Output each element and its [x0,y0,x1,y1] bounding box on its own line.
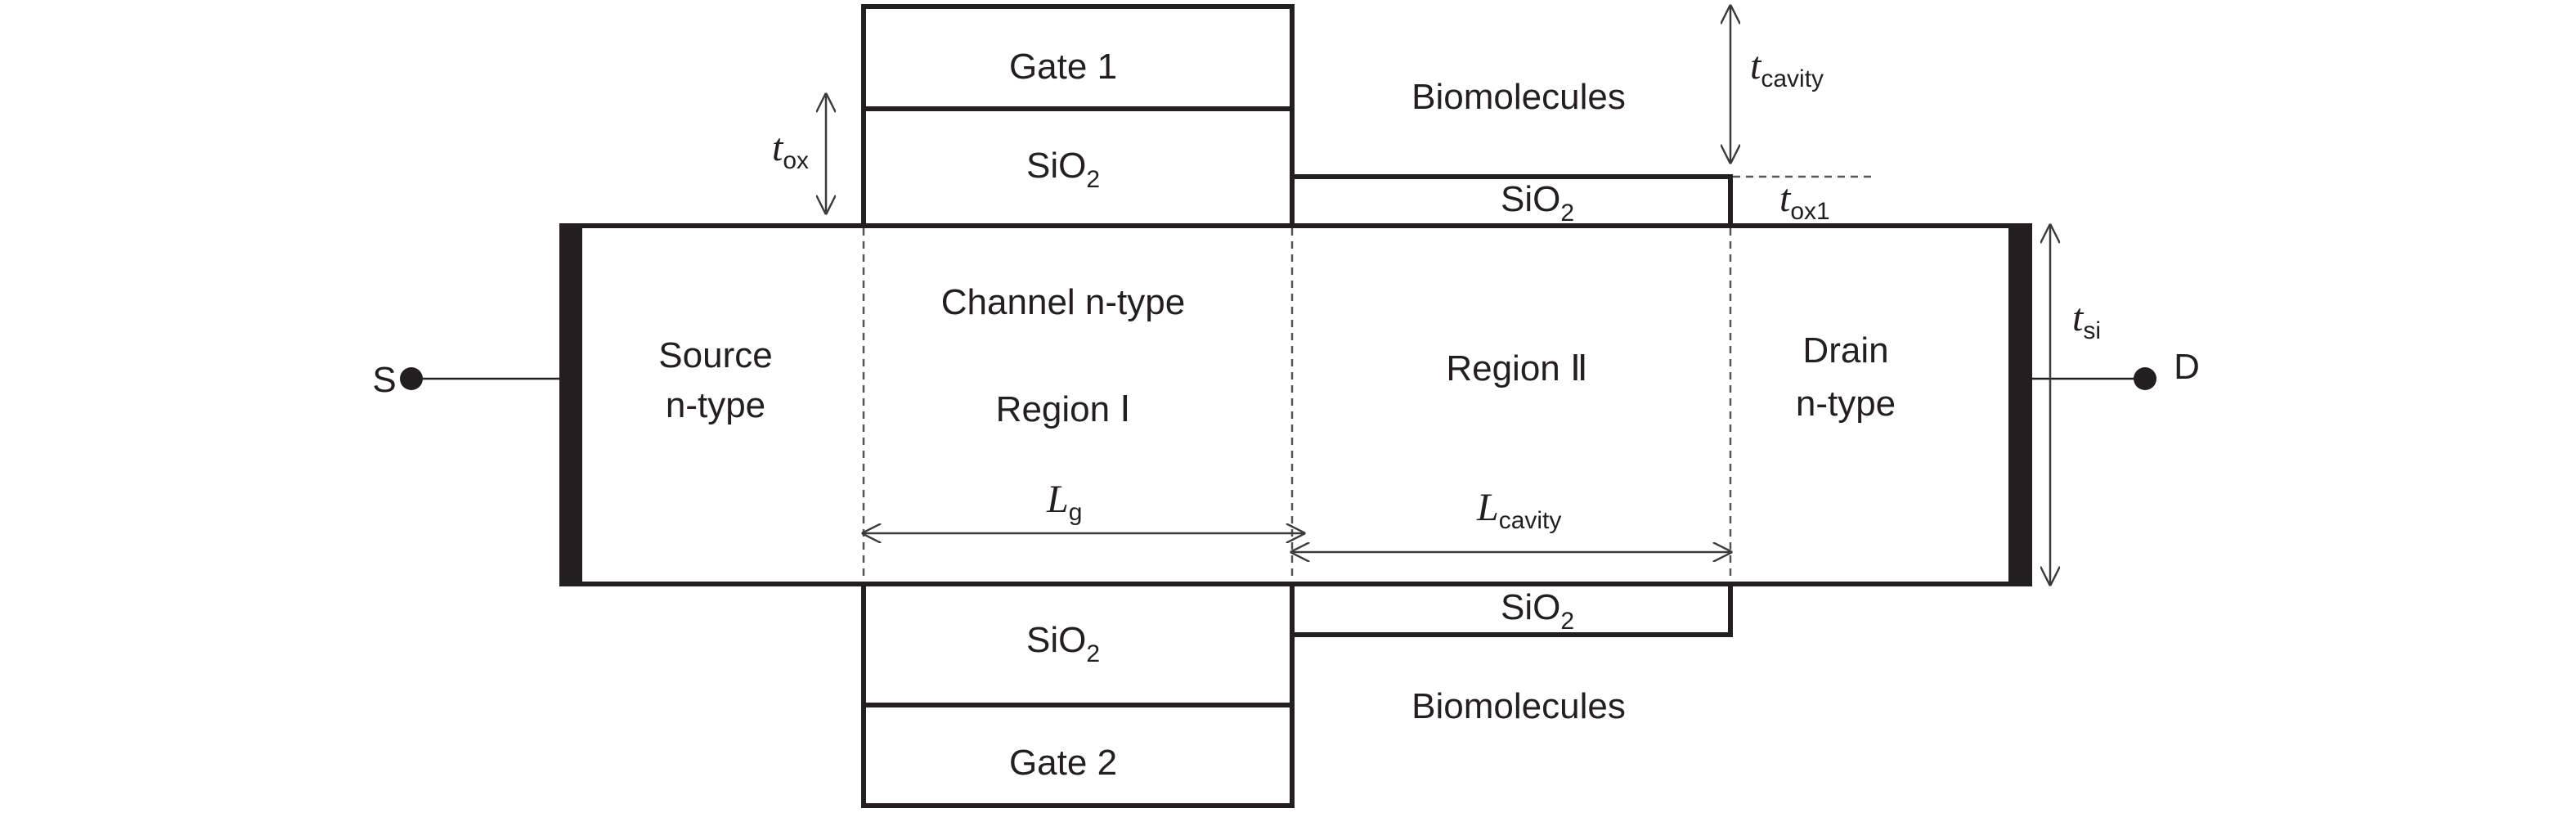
oxide-bottom-cavity-label: SiO2 [1501,587,1574,635]
biomolecules-top-label: Biomolecules [1411,77,1626,117]
oxide-top-label: SiO2 [1026,146,1100,193]
tox-label: tox [772,126,809,174]
drain-terminal-label: D [2174,347,2200,387]
oxide-top-cavity-label: SiO2 [1501,179,1574,227]
region2-label: Region Ⅱ [1446,348,1587,389]
gate2-label: Gate 2 [1009,743,1117,783]
oxide-bottom-cavity-box [1290,582,1733,637]
tcavity-label: tcavity [1750,44,1824,92]
region1-label: Region Ⅰ [996,389,1131,429]
lg-label: Lg [1046,478,1082,526]
gate1-label: Gate 1 [1009,47,1117,87]
tsi-label: tsi [2072,296,2101,344]
oxide-bottom-label: SiO2 [1026,620,1100,667]
gate2-box [861,703,1295,808]
source-label-line2: n-type [666,385,765,425]
source-terminal-label: S [372,360,396,400]
source-label-line1: Source [658,335,772,375]
channel-label: Channel n-type [941,282,1185,322]
drain-label-line2: n-type [1796,384,1896,424]
tox1-label: tox1 [1779,177,1830,225]
lcavity-label: Lcavity [1476,486,1561,534]
source-terminal-dot [400,367,423,390]
biomolecules-bottom-label: Biomolecules [1411,686,1626,726]
drain-label-line1: Drain [1802,330,1888,371]
drain-contact [2008,226,2031,586]
source-contact [560,226,582,586]
drain-terminal-dot [2134,367,2156,390]
